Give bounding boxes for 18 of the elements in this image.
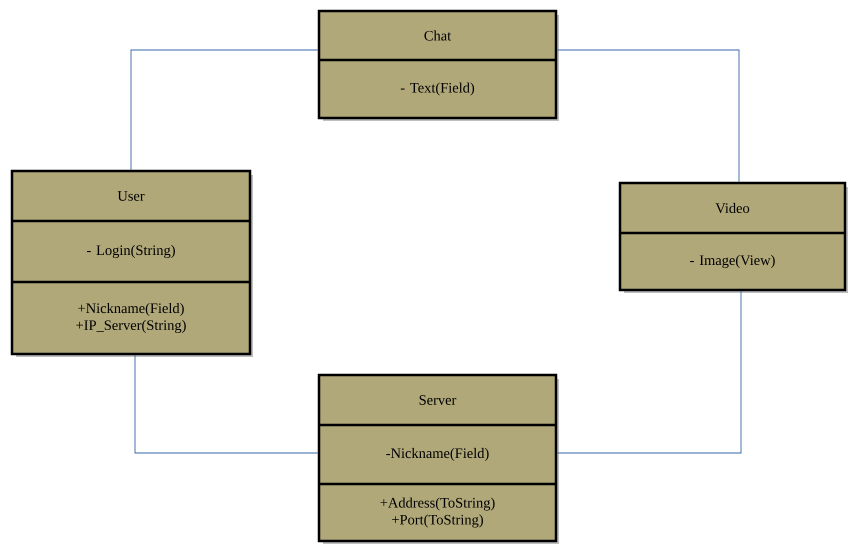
class-name: Chat: [424, 30, 452, 41]
connector-line: [130, 50, 318, 170]
class-box: [10, 170, 253, 357]
method-text: +Address(ToString) +Port(ToString): [380, 497, 495, 528]
class-box: [318, 374, 559, 544]
attribute-text: - Text(Field): [400, 82, 474, 96]
class-name: User: [118, 191, 145, 201]
class-box: [618, 182, 848, 293]
class-name: Video: [715, 202, 750, 214]
attribute-text: - Login(String): [87, 244, 175, 258]
connector-line: [556, 290, 742, 454]
class-name: Server: [420, 395, 456, 405]
attribute-text: - Image(View): [690, 254, 775, 268]
attribute-text: -Nickname(Field): [386, 448, 489, 462]
connector-line: [134, 354, 318, 454]
class-box: [318, 10, 559, 121]
method-text: +Nickname(Field) +IP_Server(String): [76, 302, 186, 334]
connector-line: [556, 50, 740, 182]
